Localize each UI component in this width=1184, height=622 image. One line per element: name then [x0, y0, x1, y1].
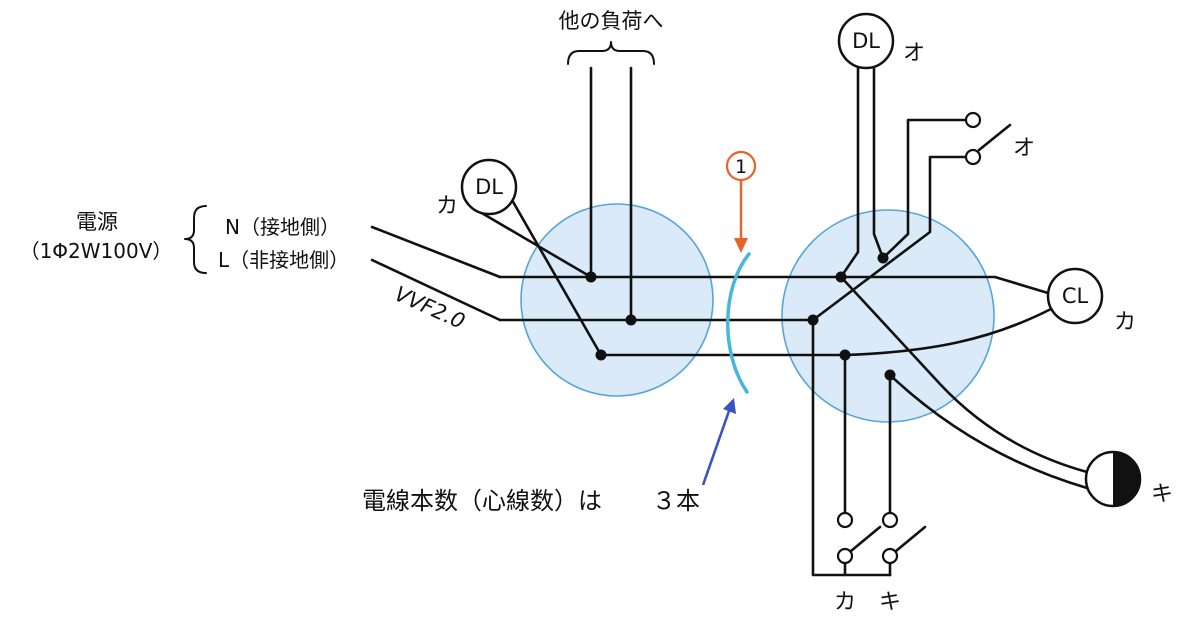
switch-ki-blade: [894, 525, 927, 553]
wire-downlight-left-neutral: [478, 210, 593, 279]
source-brace: [184, 205, 207, 274]
other-load-label: 他の負荷へ: [559, 9, 664, 33]
ceiling-light-symbol: [1046, 267, 1104, 325]
wire-wall-light-neutral: [839, 275, 1089, 474]
note-arrow-line: [701, 410, 731, 486]
switch-o-terminal-top: [964, 111, 982, 129]
junction-dots: [585, 252, 896, 381]
note-text: 電線本数（心線数）は: [362, 487, 602, 515]
switch-o-tag: オ: [1013, 136, 1035, 161]
neutral-label: N（接地側）: [225, 215, 340, 239]
other-load-brace: [567, 41, 655, 65]
source-spec: （1Φ2W100V）: [20, 239, 173, 263]
junction-dot: [835, 271, 847, 283]
live-label: L（非接地側）: [218, 248, 349, 272]
downlight-left-text: DL: [475, 175, 503, 199]
switch-o-terminal-bottom: [964, 148, 982, 166]
junction-boxes: [520, 203, 995, 423]
devices: DL DL CL: [460, 12, 1142, 565]
junction-dot: [585, 271, 597, 283]
wall-light-filled-half: [1113, 452, 1140, 506]
circled-number-text: 1: [735, 156, 747, 178]
downlight-left-symbol: [460, 158, 518, 216]
switch-o-blade: [977, 123, 1012, 152]
junction-dot: [625, 314, 637, 326]
switch-ki-terminal-bottom: [881, 547, 899, 565]
ceiling-light-tag: カ: [1114, 310, 1136, 335]
source-name: 電源: [76, 210, 118, 234]
downlight-left-tag: カ: [436, 194, 458, 219]
junction-dot: [877, 252, 889, 264]
annotations: 1 電線本数（心線数）は ３本: [362, 150, 757, 515]
switch-ka-terminal-top: [836, 511, 854, 529]
wall-light-tag: キ: [1151, 482, 1173, 507]
junction-dot: [884, 369, 896, 381]
wire-switch-o-switched: [881, 118, 968, 260]
wire-downlight-left-switched: [510, 198, 603, 357]
switch-ka-terminal-bottom: [836, 547, 854, 565]
junction-box-right: [781, 209, 995, 423]
switch-ki-terminal-top: [881, 511, 899, 529]
braces: [184, 41, 655, 274]
wire-ceiling-light-switched: [843, 307, 1053, 357]
downlight-top-symbol: [837, 12, 895, 70]
junction-box-left: [520, 203, 714, 397]
junction-dot: [807, 314, 819, 326]
circled-number-marker: [725, 150, 757, 182]
junction-dot: [595, 349, 607, 361]
switch-ka-blade: [849, 525, 882, 553]
note-arrow-head: [723, 398, 736, 414]
wire-wall-light-switched: [888, 373, 1089, 490]
wire-neutral-main: [498, 275, 1050, 295]
wire-downlight-top-switched: [872, 66, 885, 260]
junction-dot: [839, 349, 851, 361]
wire-switch-o-feed: [811, 155, 968, 322]
note-value: ３本: [652, 487, 700, 515]
wire-downlight-top-neutral: [839, 66, 860, 279]
cable-count-arc: [726, 252, 751, 394]
wire-live-feed: [370, 258, 502, 322]
ceiling-light-text: CL: [1062, 284, 1089, 308]
switch-ki-tag: キ: [879, 590, 901, 615]
switch-ka-tag: カ: [834, 590, 856, 615]
downlight-top-tag: オ: [903, 41, 925, 66]
cable-type-label: VVF2.0: [391, 282, 469, 334]
marker-arrow-head: [734, 238, 748, 253]
wires: [370, 66, 1089, 577]
downlight-top-text: DL: [852, 29, 880, 53]
wire-switch-common-feed: [811, 318, 892, 577]
wire-neutral-feed: [370, 225, 502, 279]
